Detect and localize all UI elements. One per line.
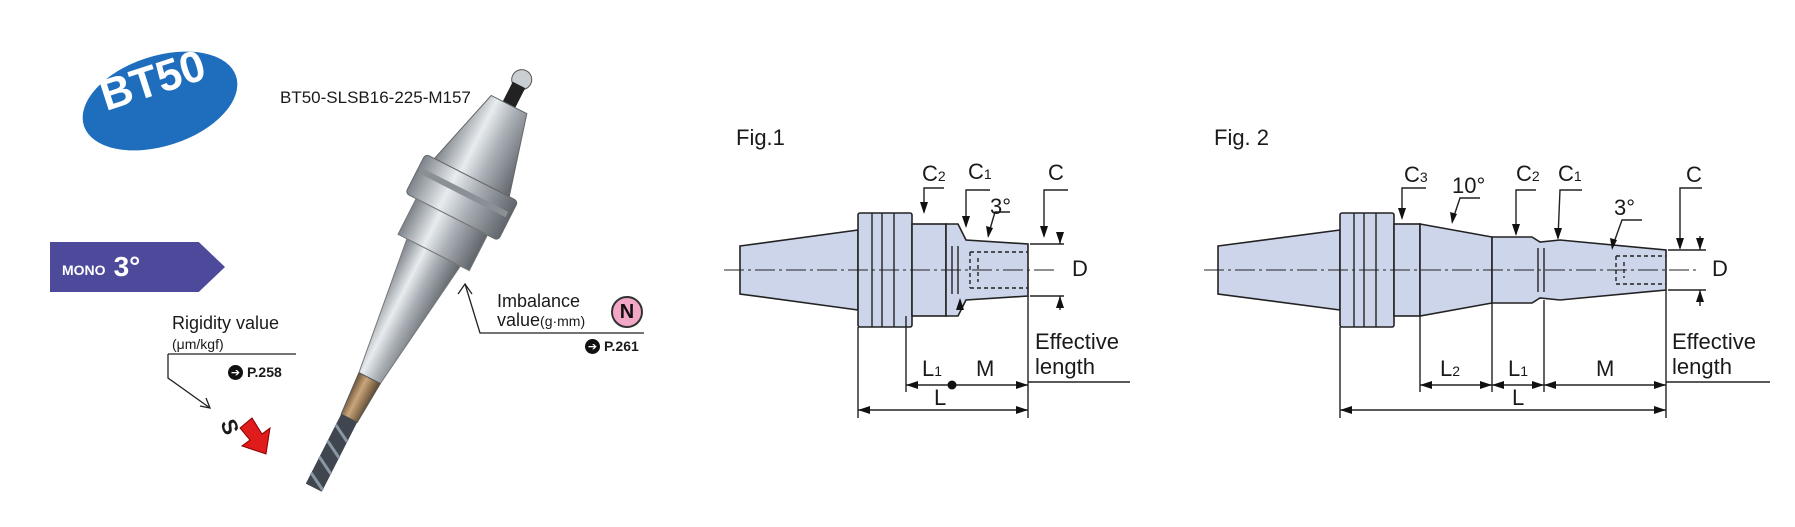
fig2-label-angle3: 3° [1614, 195, 1636, 220]
fig2-label-l1: L1 [1508, 356, 1529, 381]
fig2-effective-line2: length [1672, 354, 1732, 379]
fig1-label-angle: 3° [990, 194, 1012, 219]
rigidity-leader [167, 353, 296, 409]
fig2-label-c1: C1 [1558, 161, 1582, 186]
mono-label: MONO [62, 262, 106, 278]
arrow-right-icon: ➔ [585, 338, 600, 354]
fig2-label-c: C [1686, 162, 1702, 187]
fig2-label-angle10: 10° [1452, 173, 1486, 198]
mono-angle: 3° [113, 251, 141, 282]
fig1-effective-line2: length [1035, 354, 1095, 379]
fig1-label-l1: L1 [922, 356, 943, 381]
imbalance-page-ref[interactable]: ➔ P.261 [585, 338, 639, 354]
fig2-effective-line1: Effective [1672, 329, 1756, 354]
fig2-title: Fig. 2 [1214, 125, 1270, 150]
rigidity-label: Rigidity value [172, 313, 280, 333]
rigidity-page-ref[interactable]: ➔ P.258 [228, 364, 282, 380]
fig1-label-m: M [976, 356, 995, 381]
fig1-label-l: L [934, 385, 947, 410]
fig2-label-l2: L2 [1440, 356, 1461, 381]
mono-3-banner: MONO 3° [50, 242, 225, 292]
red-arrow-icon [239, 417, 271, 455]
imbalance-leader [457, 282, 644, 334]
fig2-label-m: M [1596, 356, 1615, 381]
arrow-right-icon: ➔ [228, 364, 243, 380]
fig2-label-d: D [1712, 256, 1728, 281]
fig1-label-d: D [1072, 256, 1088, 281]
tool-holder-photo [305, 69, 533, 492]
imbalance-symbol: N [611, 296, 643, 328]
fig2-label-c3: C3 [1404, 162, 1428, 187]
fig1-label-c: C [1048, 160, 1064, 185]
imbalance-label-line2: value(g·mm) [497, 310, 586, 330]
fig1-label-c2: C2 [922, 161, 946, 186]
bt50-badge [82, 51, 238, 151]
imbalance-label-line1: Imbalance [497, 291, 581, 311]
fig2-label-c2: C2 [1516, 161, 1540, 186]
fig1-effective-line1: Effective [1035, 329, 1119, 354]
fig1-label-c1: C1 [968, 159, 992, 184]
fig1-title: Fig.1 [736, 125, 785, 150]
product-name: BT50-SLSB16-225-M157 [280, 88, 471, 107]
rigidity-unit: (μm/kgf) [172, 336, 224, 352]
fig2-label-l: L [1512, 385, 1525, 410]
